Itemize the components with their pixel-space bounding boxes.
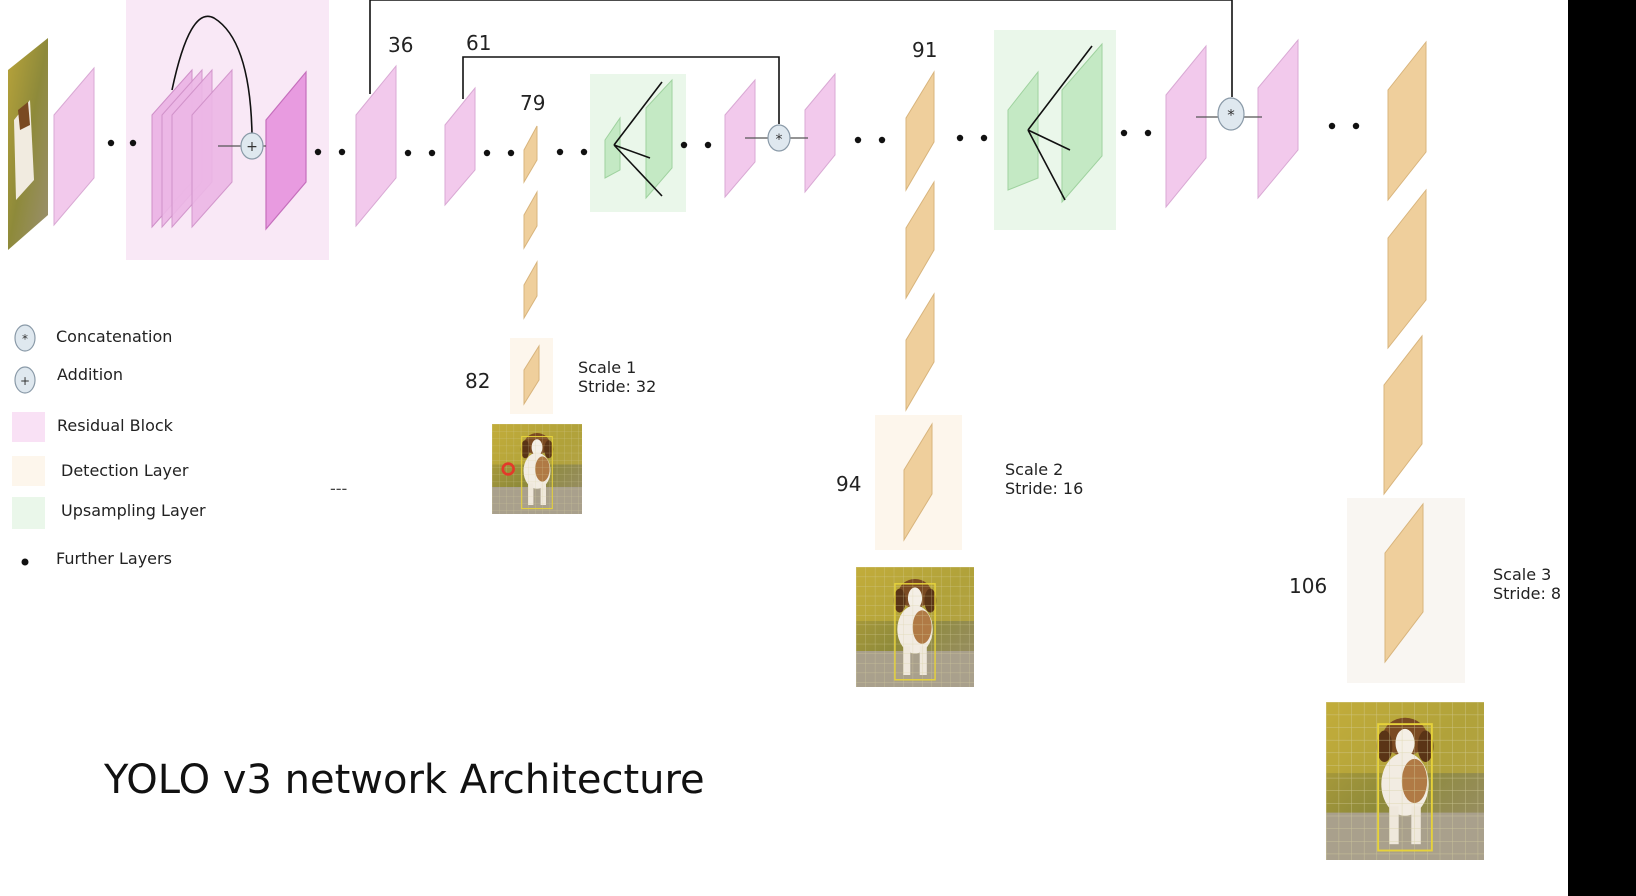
detection-image-scale-2 (855, 566, 975, 688)
layer-slab-dark (265, 70, 307, 231)
layer-label-106: 106 (1289, 574, 1327, 598)
layer-slab (191, 68, 233, 229)
skip-connections (171, 0, 1233, 135)
addition-symbol: + (246, 139, 258, 155)
input-image (8, 38, 48, 250)
legend-swatch-detection (12, 456, 45, 486)
scale-3-name: Scale 3 (1493, 565, 1551, 584)
layer-slab (804, 72, 836, 194)
layer-slab (724, 78, 756, 199)
layer-label-61: 61 (466, 31, 491, 55)
layer-slab (53, 66, 95, 227)
diagram-title: YOLO v3 network Architecture (103, 757, 705, 803)
legend-detection-label: Detection Layer (61, 461, 189, 480)
concatenation-symbol: * (1227, 106, 1235, 124)
legend-swatch-residual (12, 412, 45, 442)
concatenation-node-2: * (1217, 97, 1245, 131)
layer-label-91: 91 (912, 38, 937, 62)
scale-2-name: Scale 2 (1005, 460, 1063, 479)
addition-symbol: + (20, 374, 30, 388)
detection-image-scale-3 (1325, 701, 1485, 861)
legend: * Concatenation + Addition Residual Bloc… (12, 324, 206, 568)
legend-swatch-upsampling (12, 497, 45, 529)
skip-line-36-to-concat-2 (369, 0, 1233, 97)
legend-residual-label: Residual Block (57, 416, 174, 435)
legend-addition: + Addition (14, 365, 123, 394)
further-layers-dots (107, 122, 1360, 157)
residual-skip-arc (171, 15, 253, 135)
legend-concatenation: * Concatenation (14, 324, 172, 352)
scale-2-stride: Stride: 16 (1005, 479, 1083, 498)
layer-label-79: 79 (520, 91, 545, 115)
addition-node: + (240, 132, 264, 160)
legend-addition-label: Addition (57, 365, 123, 384)
layer-slab-61 (444, 86, 476, 207)
layer-slab (1165, 44, 1207, 209)
layer-slab-36 (355, 64, 397, 228)
dash-marker: --- (330, 479, 347, 498)
legend-upsampling-label: Upsampling Layer (61, 501, 206, 520)
layer-slab (1257, 38, 1299, 200)
detection-layers (523, 40, 1427, 664)
concatenation-node-1: * (767, 124, 791, 152)
layer-label-82: 82 (465, 369, 490, 393)
legend-residual-block: Residual Block (12, 412, 174, 442)
legend-detection-layer: Detection Layer (12, 456, 189, 486)
legend-further-label: Further Layers (56, 549, 172, 568)
concatenation-symbol: * (22, 332, 28, 346)
legend-dot (21, 558, 29, 566)
concatenation-symbol: * (776, 132, 783, 148)
detection-point-marker (501, 462, 515, 476)
residual-layers (53, 38, 1299, 231)
legend-upsampling-layer: Upsampling Layer (12, 497, 206, 529)
skip-line-61-to-concat-1 (462, 56, 780, 124)
layer-label-36: 36 (388, 33, 413, 57)
legend-concatenation-label: Concatenation (56, 327, 172, 346)
legend-further-layers: Further Layers (21, 549, 172, 568)
detection-image-scale-1 (491, 423, 583, 515)
upsampling-layers (604, 42, 1103, 204)
scale-3-stride: Stride: 8 (1493, 584, 1561, 603)
scale-1-name: Scale 1 (578, 358, 636, 377)
layer-label-94: 94 (836, 472, 861, 496)
scale-1-stride: Stride: 32 (578, 377, 656, 396)
operation-nodes: + * * (218, 97, 1262, 160)
